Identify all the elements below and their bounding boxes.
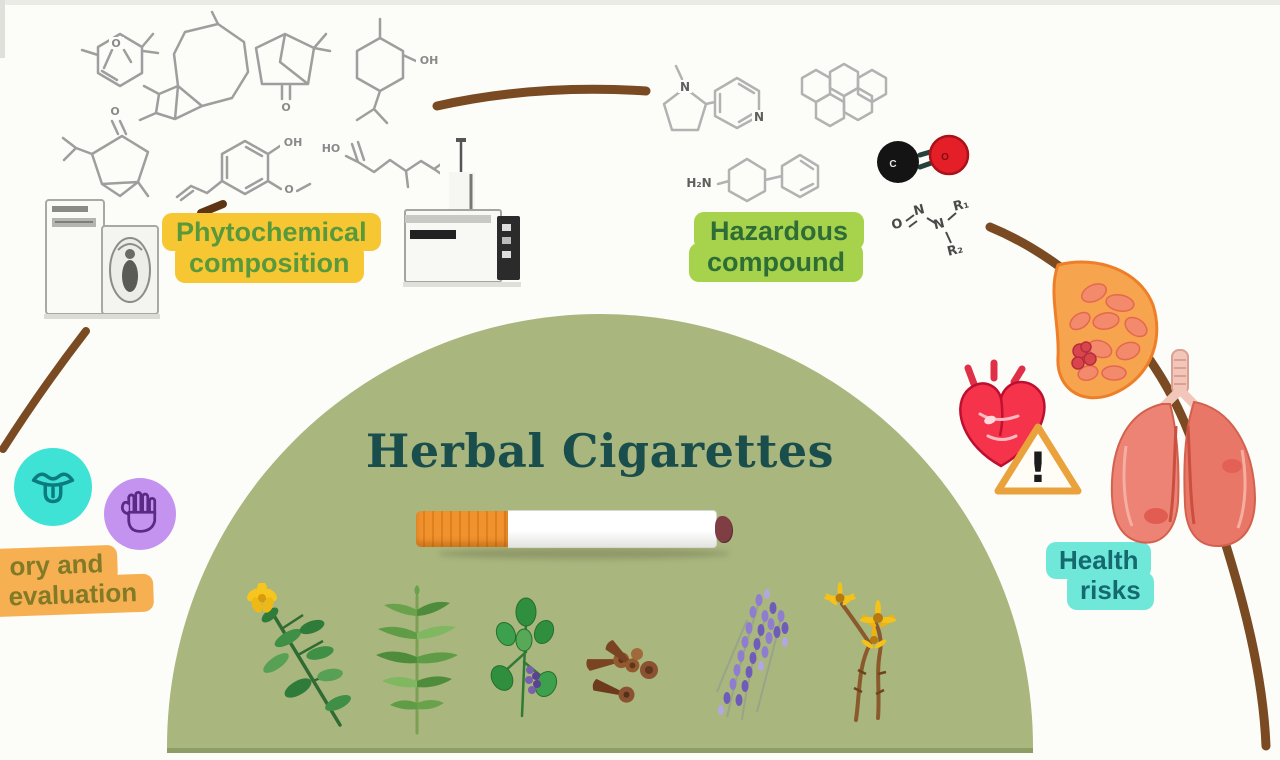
hazardous-structures: N N H₂N C O O N N R₁ R — [662, 62, 971, 260]
cigarette-icon — [416, 510, 734, 548]
breast-tissue-icon — [1052, 260, 1159, 400]
oxygen-label: O — [111, 37, 120, 50]
label-line: Health — [1046, 542, 1152, 580]
tongue-glyph — [31, 472, 75, 504]
r2-substituent: R₂ — [946, 241, 965, 259]
sensory-evaluation-label: ory and evaluation — [0, 544, 154, 619]
polycyclic-aromatic-hydrocarbon-structure — [800, 62, 888, 128]
nitrogen-label: N — [912, 202, 926, 219]
hydroxyl-label: OH — [284, 136, 303, 149]
mint-berries — [525, 666, 541, 694]
nitrogen-label: N — [932, 216, 946, 233]
mint-sprig-icon — [490, 597, 558, 718]
linalool-structure: HO — [317, 140, 440, 189]
damiana-flower-icon — [247, 583, 351, 727]
clove-buds-icon — [586, 640, 658, 703]
phytochemical-structures: O O OH O OH O HO — [61, 10, 440, 202]
terpenoid-structure-1: O — [80, 32, 160, 88]
cigarette-shadow — [438, 548, 730, 559]
aromatic-amine-structure: H₂N — [682, 153, 820, 203]
oxygen-letter: O — [941, 152, 949, 163]
hydroxyl-label: OH — [420, 54, 439, 67]
arrow-tip-mark — [197, 200, 227, 217]
label-line: evaluation — [0, 573, 154, 619]
amine-label: H₂N — [686, 176, 711, 190]
carbon-monoxide-molecule: C O — [877, 134, 970, 183]
hydroxyl-label: HO — [322, 142, 341, 155]
lavender-sprig-icon — [716, 589, 789, 721]
nicotine-structure: N N — [662, 64, 766, 132]
r1-substituent: R₁ — [952, 196, 971, 214]
nitroso-oxygen: O — [890, 216, 904, 233]
lungs-icon — [1110, 349, 1257, 548]
warning-icon: ! — [994, 423, 1082, 495]
arrow-arc-left — [0, 327, 90, 453]
nitrogen-label: N — [680, 80, 690, 94]
abnormal-cell-cluster — [1071, 341, 1097, 370]
hazardous-compound-label: Hazardous compound — [689, 212, 865, 282]
cigarette-filter — [416, 511, 508, 547]
phytochemical-composition-label: Phytochemical composition — [162, 213, 381, 283]
coltsfoot-blossoms — [824, 582, 896, 649]
oxygen-atom — [928, 134, 970, 176]
gcms-instrument-icon — [403, 138, 521, 287]
damiana-blossom — [247, 583, 277, 613]
menthol-structure: OH — [355, 17, 440, 125]
carbon-atom — [877, 141, 919, 183]
left-edge-strip — [0, 0, 5, 58]
tongue-icon — [14, 448, 92, 526]
exclamation-mark: ! — [1028, 443, 1047, 492]
carbon-letter: C — [889, 159, 896, 170]
label-line: Hazardous — [694, 212, 865, 251]
hand-glyph — [120, 490, 157, 533]
arrow-arc-top — [432, 84, 651, 111]
methoxy-oxygen-label: O — [284, 183, 293, 196]
cigarette-tip — [715, 516, 732, 542]
label-line: risks — [1067, 572, 1154, 610]
eugenol-structure: OH O — [175, 135, 312, 202]
nitrogen-label: N — [754, 110, 764, 124]
terpenoid-structure-5: O — [61, 105, 150, 198]
label-line: Phytochemical — [162, 213, 381, 252]
label-line: compound — [689, 243, 863, 282]
cigarette-body — [508, 510, 717, 548]
analyzer-instrument-icon — [44, 199, 160, 319]
coltsfoot-flowers-icon — [824, 582, 896, 722]
hand-icon — [104, 478, 176, 550]
terpenoid-structure-2 — [138, 10, 250, 122]
nitrosamine-structure: O N N R₁ R₂ — [890, 196, 971, 259]
top-edge-strip — [0, 0, 1280, 5]
terpenoid-structure-3: O — [254, 32, 332, 114]
page-title: Herbal Cigarettes — [365, 424, 835, 478]
oxygen-label: O — [110, 105, 119, 118]
mugwort-leaves-icon — [376, 585, 458, 735]
label-line: composition — [175, 244, 364, 283]
health-risks-label: Health risks — [1046, 542, 1154, 610]
oxygen-label: O — [281, 101, 290, 114]
